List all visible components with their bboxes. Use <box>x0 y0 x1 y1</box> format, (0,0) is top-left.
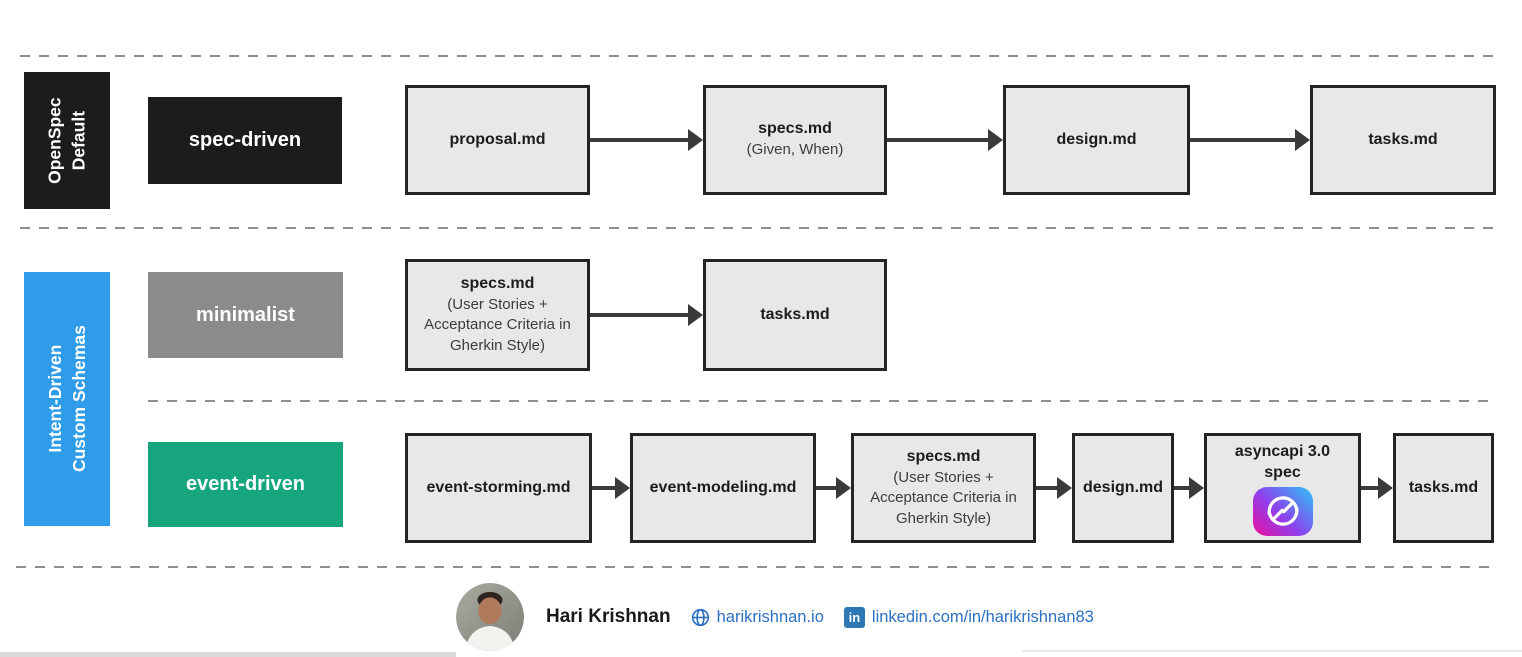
node-proposal-md: proposal.md <box>405 85 590 195</box>
node-title: specs.md <box>460 275 535 293</box>
workflow-chip-spec-driven: spec-driven <box>148 97 342 184</box>
node-asyncapi-spec: asyncapi 3.0 spec <box>1204 433 1361 543</box>
flow-arrow <box>1190 129 1310 151</box>
website-link[interactable]: harikrishnan.io <box>691 608 824 627</box>
node-tasks-md: tasks.md <box>703 259 887 371</box>
node-specs-md-user-stories: specs.md (User Stories + Acceptance Crit… <box>851 433 1036 543</box>
node-title: design.md <box>1056 130 1137 148</box>
node-tasks-md: tasks.md <box>1310 85 1496 195</box>
flow-arrow <box>1361 477 1393 499</box>
node-subtitle: (User Stories + Acceptance Criteria in G… <box>424 296 571 354</box>
workflow-chip-minimalist: minimalist <box>148 272 343 358</box>
node-event-storming-md: event-storming.md <box>405 433 592 543</box>
node-title: asyncapi 3.0 spec <box>1234 443 1331 481</box>
node-event-modeling-md: event-modeling.md <box>630 433 816 543</box>
flow-arrow <box>590 129 703 151</box>
node-title: proposal.md <box>449 130 546 148</box>
workflow-chip-label: spec-driven <box>188 129 302 151</box>
dashed-divider-row2 <box>148 400 1493 402</box>
flow-arrow <box>887 129 1003 151</box>
flow-arrow <box>1036 477 1072 499</box>
node-specs-md-user-stories: specs.md (User Stories + Acceptance Crit… <box>405 259 590 371</box>
node-title: tasks.md <box>1408 478 1479 496</box>
avatar <box>456 583 524 651</box>
dashed-divider-top <box>20 55 1500 57</box>
node-title: tasks.md <box>1368 130 1438 148</box>
flow-arrow <box>816 477 851 499</box>
linkedin-link-text: linkedin.com/in/harikrishnan83 <box>871 607 1094 626</box>
flow-arrow <box>1174 477 1204 499</box>
workflow-chip-event-driven: event-driven <box>148 442 343 527</box>
node-subtitle: (Given, When) <box>746 141 844 159</box>
node-specs-md-given-when: specs.md (Given, When) <box>703 85 887 195</box>
node-design-md: design.md <box>1072 433 1174 543</box>
linkedin-icon: in <box>843 606 865 628</box>
dashed-divider-row1 <box>20 227 1500 229</box>
bottom-edge-line <box>1022 650 1522 652</box>
author-footer: Hari Krishnan harikrishnan.io in linkedi… <box>456 583 1094 651</box>
flow-arrow <box>592 477 630 499</box>
flow-arrow <box>590 304 703 326</box>
workflow-chip-label: minimalist <box>196 303 295 326</box>
author-name: Hari Krishnan <box>546 606 671 627</box>
node-title: event-modeling.md <box>649 478 797 496</box>
node-title: specs.md <box>906 448 981 466</box>
website-link-text: harikrishnan.io <box>716 607 824 626</box>
node-title: event-storming.md <box>426 478 571 496</box>
dashed-divider-bottom <box>16 566 1493 568</box>
node-title: specs.md <box>758 120 832 138</box>
globe-icon <box>691 608 709 626</box>
node-title: design.md <box>1083 478 1164 496</box>
node-subtitle: (User Stories + Acceptance Criteria in G… <box>870 469 1017 527</box>
asyncapi-logo-icon <box>1252 486 1313 536</box>
workflow-chip-label: event-driven <box>186 473 305 495</box>
node-tasks-md: tasks.md <box>1393 433 1494 543</box>
bottom-edge-strip <box>0 652 456 657</box>
linkedin-link[interactable]: in linkedin.com/in/harikrishnan83 <box>843 606 1094 628</box>
node-design-md: design.md <box>1003 85 1190 195</box>
node-title: tasks.md <box>760 305 830 323</box>
